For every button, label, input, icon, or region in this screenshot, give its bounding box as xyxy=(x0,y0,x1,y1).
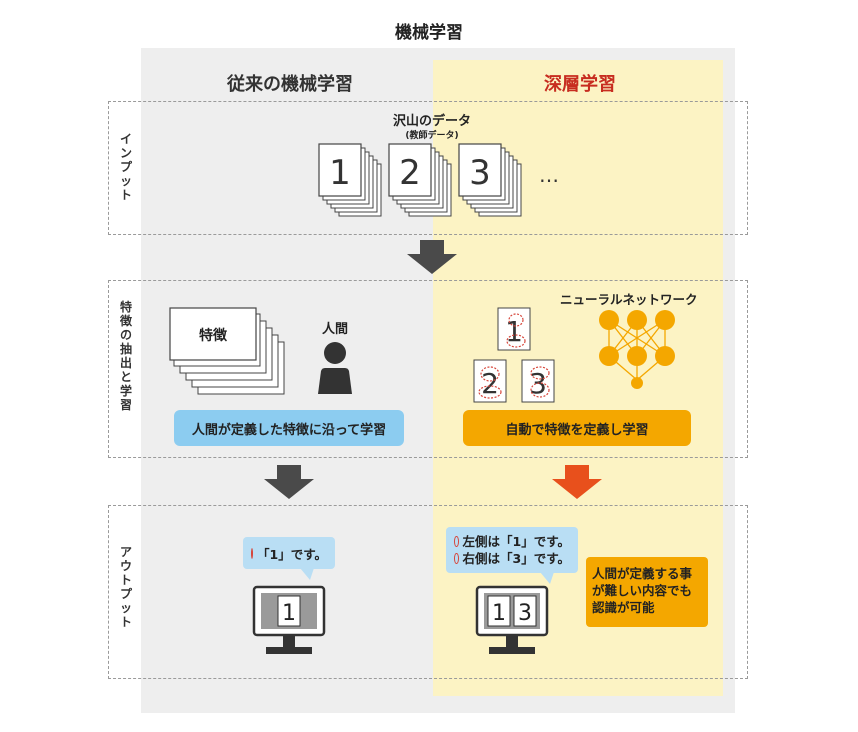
traditional-feature-pill: 人間が定義した特徴に沿って学習 xyxy=(174,410,404,446)
stack-digit-2: 2 xyxy=(399,153,421,193)
traditional-column-title: 従来の機械学習 xyxy=(227,74,353,95)
svg-text:1: 1 xyxy=(505,315,523,348)
card-stack-1: 1 xyxy=(318,143,382,217)
feature-digit-card-1: 1 xyxy=(497,307,531,351)
monitor-icon-deep: 1 3 xyxy=(475,585,549,654)
card-stack-3: 3 xyxy=(458,143,522,217)
monitor-digit: 1 xyxy=(282,601,296,626)
down-arrow-icon xyxy=(407,240,457,274)
input-card-stacks: 1 2 3 … xyxy=(318,143,559,217)
human-label: 人間 xyxy=(321,322,348,337)
bubble-tail xyxy=(540,572,554,584)
circle-mark-icon xyxy=(454,536,459,547)
down-arrow-icon-traditional xyxy=(264,465,314,499)
note-line-3: 認識が可能 xyxy=(592,600,655,615)
input-data-label: 沢山のデータ xyxy=(392,114,471,129)
note-line-2: が難しい内容でも xyxy=(592,583,693,598)
traditional-output-bubble: 「1」です。 xyxy=(243,537,335,569)
deep-output-line-2: 右側は「3」です。 xyxy=(462,551,570,566)
down-arrow-icon-deep xyxy=(552,465,602,499)
monitor-icon-traditional: 1 xyxy=(252,585,326,654)
input-band-label: インプット xyxy=(119,132,132,202)
card-stack-2: 2 xyxy=(388,143,452,217)
deep-capability-note: 人間が定義する事 が難しい内容でも 認識が可能 xyxy=(586,557,708,627)
feature-digit-card-3: 3 xyxy=(521,359,555,403)
input-band xyxy=(108,101,748,235)
svg-text:2: 2 xyxy=(481,367,499,400)
traditional-output-text: 「1」です。 xyxy=(257,547,327,562)
output-band-label: アウトプット xyxy=(119,545,132,629)
deep-output-bubble: 左側は「1」です。 右側は「3」です。 xyxy=(446,527,578,573)
note-line-1: 人間が定義する事 xyxy=(592,566,693,581)
feature-card-label: 特徴 xyxy=(199,327,228,344)
feature-band-label: 特徴の抽出と学習 xyxy=(119,300,132,412)
deep-feature-pill: 自動で特徴を定義し学習 xyxy=(463,410,691,446)
deep-output-line-1: 左側は「1」です。 xyxy=(462,534,570,549)
deep-column-title: 深層学習 xyxy=(544,74,616,95)
diagram-title: 機械学習 xyxy=(395,23,463,43)
input-ellipsis: … xyxy=(539,163,559,187)
monitor-digit-right: 3 xyxy=(518,601,532,626)
input-data-sublabel: (教師データ) xyxy=(405,131,459,141)
human-icon xyxy=(318,342,352,394)
neural-network-label: ニューラルネットワーク xyxy=(560,292,698,307)
feature-band xyxy=(108,280,748,458)
stack-digit-1: 1 xyxy=(329,153,351,193)
circle-mark-icon xyxy=(251,548,254,559)
neural-network-icon xyxy=(599,310,675,389)
output-band xyxy=(108,505,748,679)
circle-mark-icon xyxy=(454,553,459,564)
monitor-digit-left: 1 xyxy=(492,601,506,626)
feature-cards-stack: 特徴 xyxy=(169,307,285,395)
bubble-tail xyxy=(300,568,314,580)
digit-feature-cards: 1 2 3 xyxy=(473,307,555,403)
feature-digit-card-2: 2 xyxy=(473,359,507,403)
stack-digit-3: 3 xyxy=(469,153,491,193)
